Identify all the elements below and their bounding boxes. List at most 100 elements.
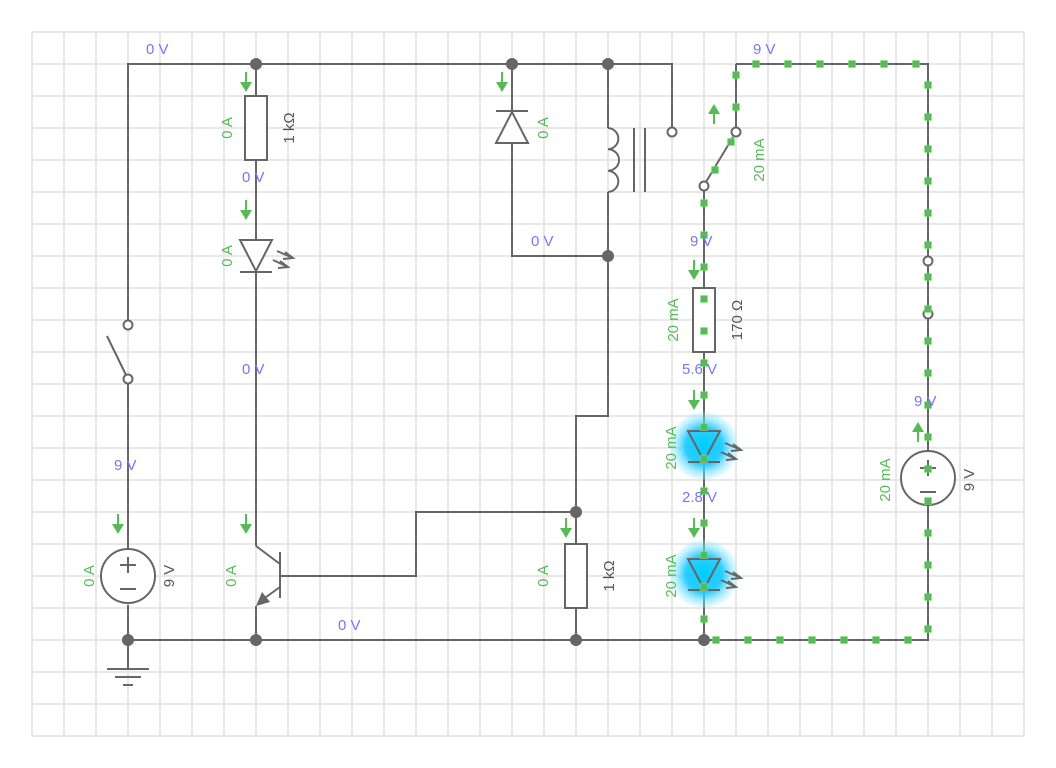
current-dot	[808, 636, 816, 644]
current-dot	[924, 497, 932, 505]
current-dot	[700, 391, 708, 399]
switch-left[interactable]	[106, 319, 134, 385]
current-arrows	[112, 72, 924, 538]
led-indicator[interactable]	[238, 239, 296, 274]
junction	[602, 58, 614, 70]
ground-icon	[107, 668, 149, 686]
current-label: 0 A	[535, 565, 552, 587]
resistor-170[interactable]	[692, 287, 716, 353]
junction	[250, 634, 262, 646]
current-dot	[732, 103, 740, 111]
current-label: 0 A	[535, 117, 552, 139]
current-dot	[848, 60, 856, 68]
light-emission-icon	[720, 442, 744, 461]
current-dot	[700, 295, 708, 303]
npn-transistor[interactable]	[255, 545, 281, 606]
wire-diode[interactable]	[511, 64, 608, 257]
current-label: 0 A	[219, 117, 236, 139]
resistor-1k-top[interactable]	[244, 95, 268, 161]
light-emission-icon	[272, 250, 296, 269]
voltage-label: 9 V	[690, 233, 713, 250]
current-dot	[784, 60, 792, 68]
current-dot	[924, 433, 932, 441]
current-arrow-down-icon	[496, 72, 508, 92]
junction	[122, 634, 134, 646]
voltage-label: 0 V	[531, 233, 554, 250]
wire-top-rail[interactable]	[127, 63, 673, 325]
current-label: 0 A	[223, 565, 240, 587]
voltage-label: 9 V	[114, 457, 137, 474]
voltage-label: 9 V	[914, 393, 937, 410]
component-value-label: 9 V	[961, 469, 978, 492]
current-dot	[732, 71, 740, 79]
current-arrow-down-icon	[560, 518, 572, 538]
current-arrow-down-icon	[240, 514, 252, 534]
current-dot	[700, 615, 708, 623]
component-value-label: 9 V	[161, 565, 178, 588]
current-dot	[924, 273, 932, 281]
current-dot	[924, 625, 932, 633]
voltage-source-left[interactable]	[100, 548, 156, 604]
current-dot	[924, 561, 932, 569]
current-label: 20 mA	[877, 458, 894, 501]
resistor-1k-pulldown[interactable]	[564, 543, 588, 609]
current-dot	[924, 177, 932, 185]
led-glow	[670, 540, 738, 608]
current-dot	[700, 455, 708, 463]
current-dot	[752, 60, 760, 68]
flyback-diode[interactable]	[494, 109, 530, 144]
current-arrow-down-icon	[688, 518, 700, 538]
current-dot	[700, 487, 708, 495]
component-labels: 1 kΩ 9 V 1 kΩ 170 Ω 9 V	[161, 112, 978, 591]
voltage-label: 0 V	[242, 361, 265, 378]
component-value-label: 1 kΩ	[601, 560, 618, 591]
component-value-label: 1 kΩ	[281, 112, 298, 143]
current-dot	[700, 423, 708, 431]
junction	[570, 634, 582, 646]
current-label: 20 mA	[751, 138, 768, 181]
current-dot	[924, 145, 932, 153]
current-dot	[912, 60, 920, 68]
current-dot	[700, 327, 708, 335]
current-flow-dots	[700, 60, 932, 644]
junction	[698, 634, 710, 646]
current-dot	[776, 636, 784, 644]
junction	[602, 250, 614, 262]
wire-bottom-rail[interactable]	[128, 63, 929, 641]
current-dot	[700, 583, 708, 591]
current-arrow-down-icon	[112, 514, 124, 534]
voltage-label: 0 V	[338, 617, 361, 634]
voltage-label: 2.8 V	[682, 489, 717, 506]
current-dot	[840, 636, 848, 644]
current-arrow-down-icon	[240, 200, 252, 220]
current-dot	[727, 138, 735, 146]
voltage-labels: 0 V 0 V 0 V 9 V 0 V 9 V 9 V 5.6 V 2.8 V …	[114, 41, 937, 634]
relay-coil[interactable]	[607, 127, 646, 193]
current-arrow-down-icon	[688, 260, 700, 280]
current-label: 0 A	[219, 245, 236, 267]
voltage-label: 9 V	[753, 41, 776, 58]
current-label: 20 mA	[665, 298, 682, 341]
grid	[31, 31, 1025, 737]
current-dot	[700, 263, 708, 271]
current-dot	[872, 636, 880, 644]
voltage-label: 0 V	[146, 41, 169, 58]
current-dot	[700, 519, 708, 527]
current-dot	[924, 113, 932, 121]
wire-base[interactable]	[280, 511, 576, 577]
led-1[interactable]	[670, 412, 744, 480]
current-dot	[924, 401, 932, 409]
voltage-source-right[interactable]	[900, 450, 956, 506]
current-dot	[924, 337, 932, 345]
led-2[interactable]	[670, 540, 744, 608]
current-arrow-up-icon	[708, 104, 720, 124]
current-dot	[880, 60, 888, 68]
current-dot	[711, 166, 719, 174]
voltage-label: 5.6 V	[682, 361, 717, 378]
current-dot	[924, 81, 932, 89]
current-dot	[924, 305, 932, 313]
wires	[127, 63, 929, 669]
current-dot	[904, 636, 912, 644]
junctions	[122, 58, 710, 646]
